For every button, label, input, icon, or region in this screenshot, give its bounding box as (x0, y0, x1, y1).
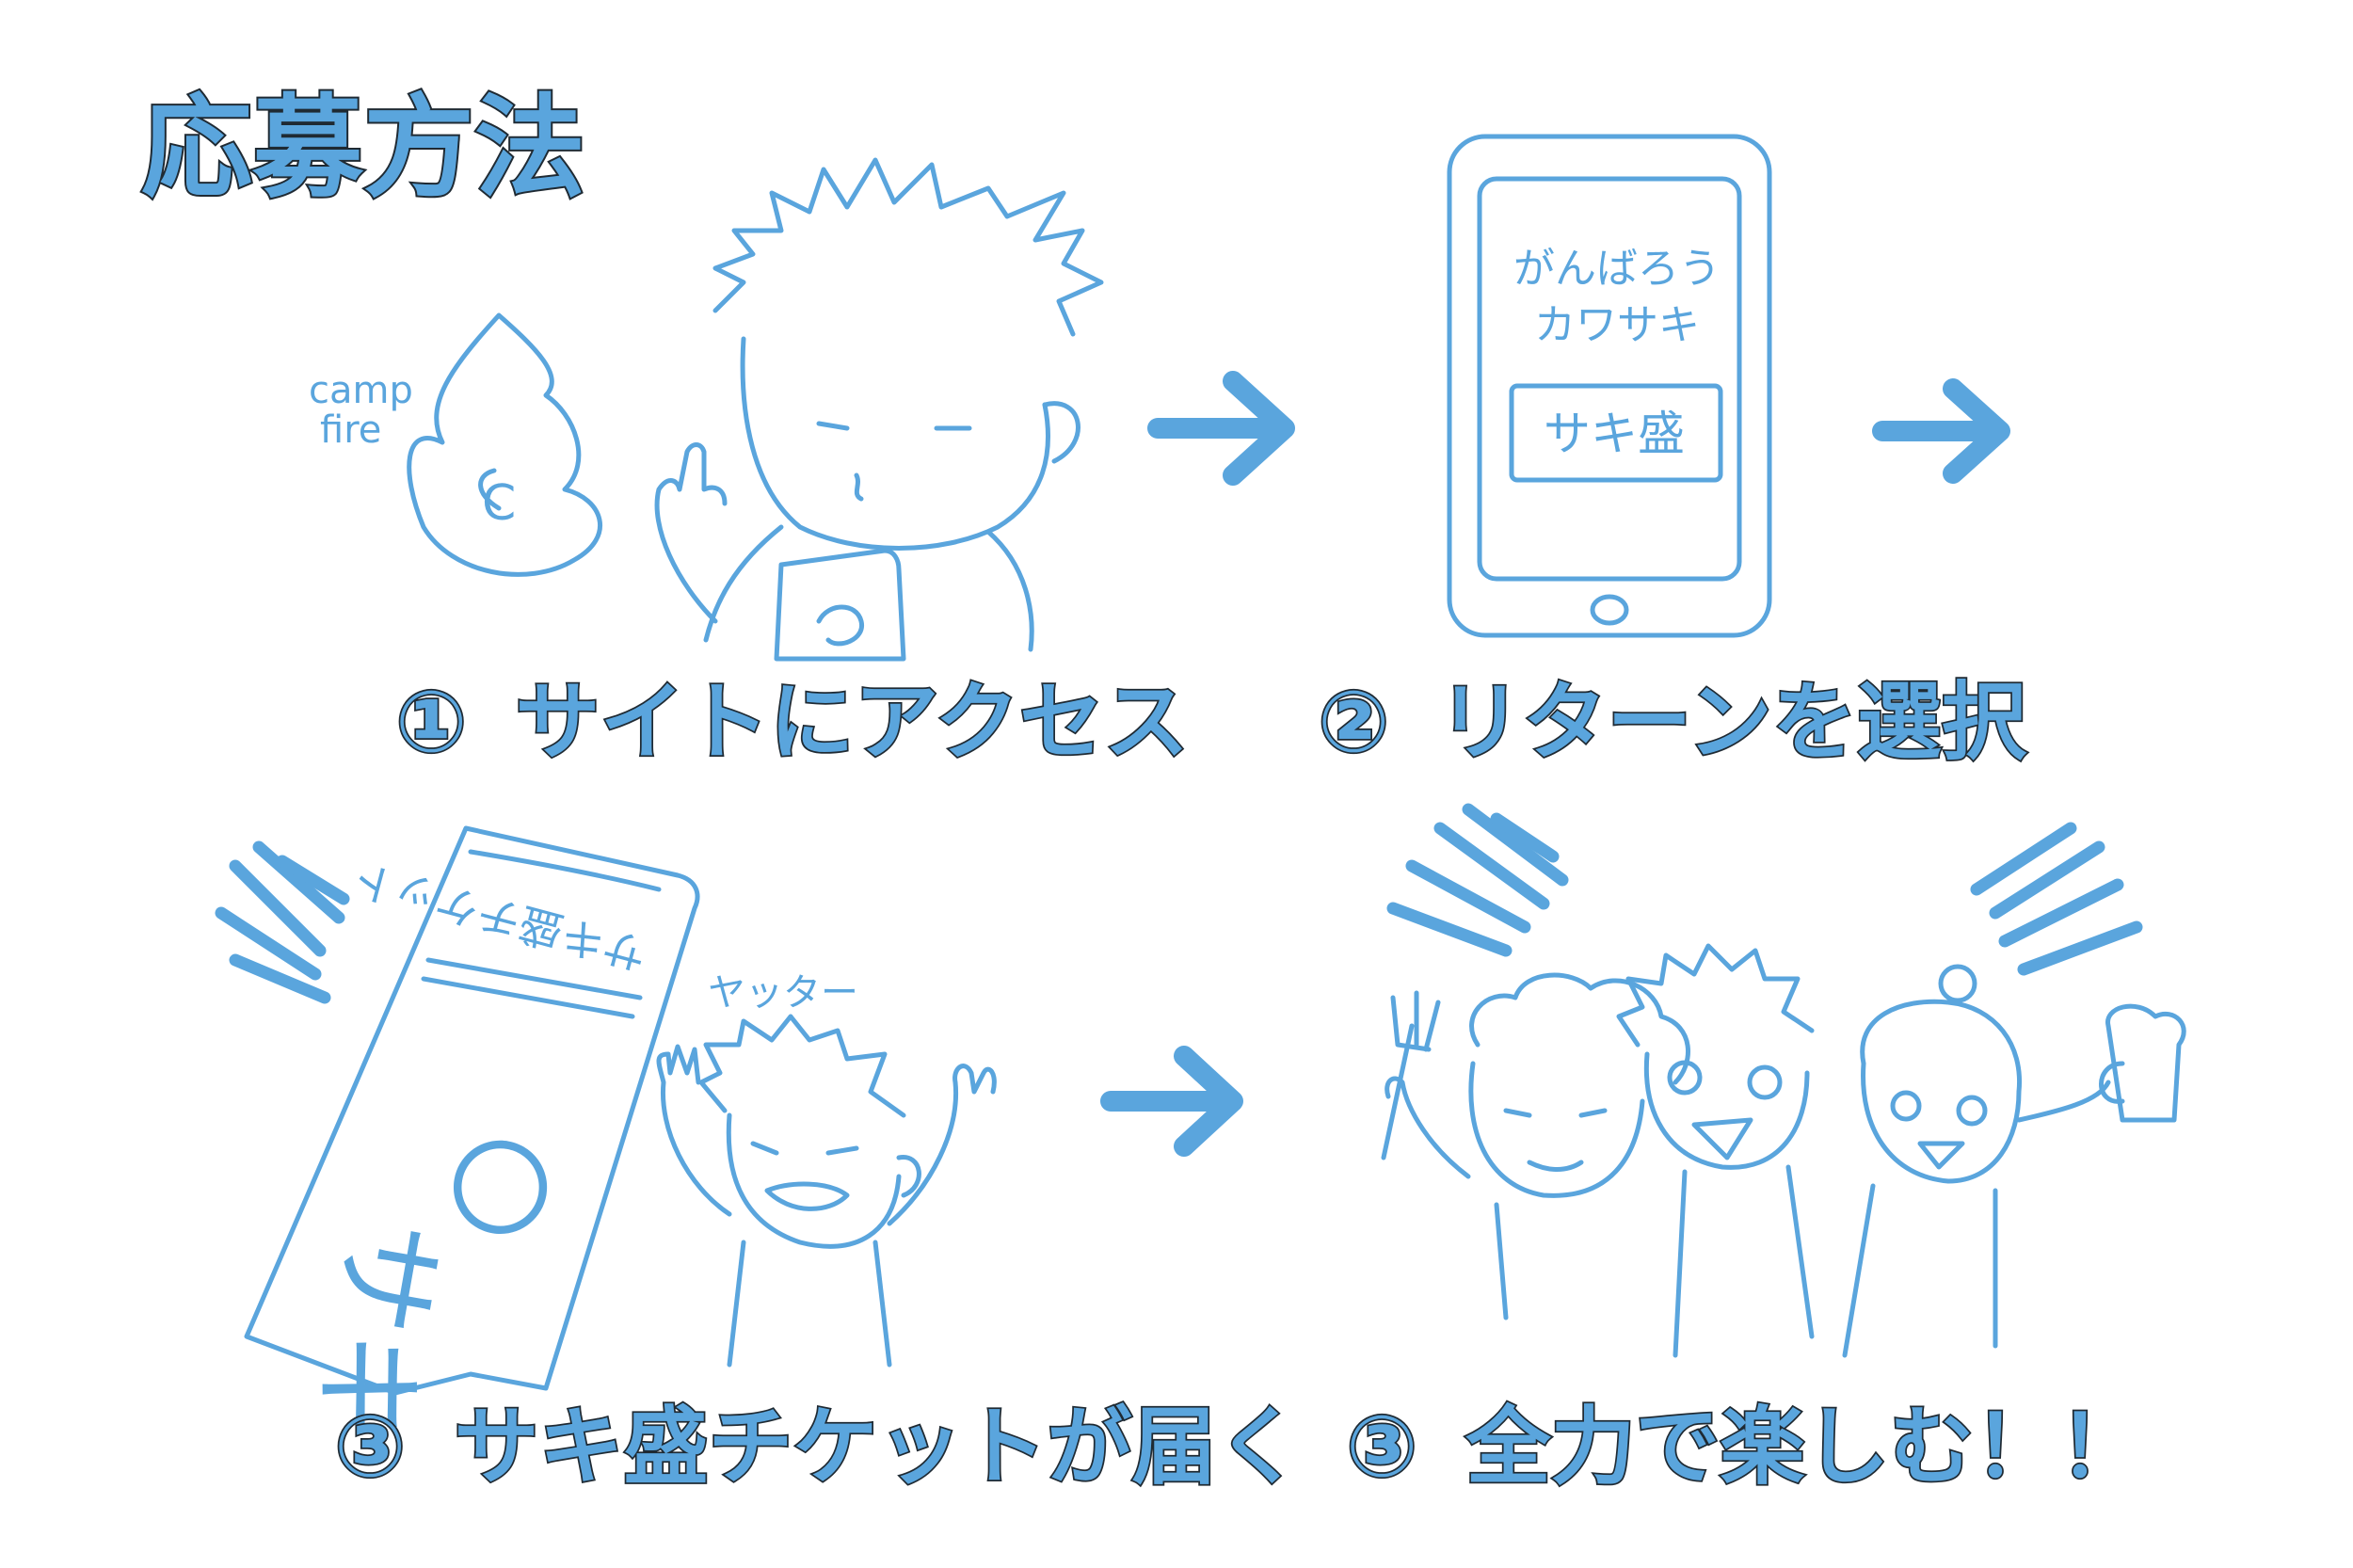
svg-text:③ サキ盛チケットが届く: ③ サキ盛チケットが届く (334, 1398, 1302, 1496)
cheering-person-illustration: ヤッター (656, 971, 997, 1368)
tablet-text-line2: カワサキ (1534, 301, 1700, 349)
ticket-rays-icon (215, 840, 350, 1004)
svg-text:① サイトにアクセス: ① サイトにアクセス (395, 673, 1189, 772)
page-title: 応募方法 (141, 83, 585, 213)
celebration-rays-icon (1386, 803, 2143, 976)
campfire-logo-icon: camp fire C (309, 312, 603, 577)
arrow-right-icon (1100, 1046, 1243, 1157)
step-2-number: ② (1318, 673, 1389, 772)
friends-celebrating-illustration (1381, 943, 2186, 1358)
arrow-right-icon (1147, 371, 1295, 486)
logo-text-fire: fire (320, 408, 381, 452)
step-4-text: 全力で楽しむ！！ (1465, 1398, 2144, 1496)
step-3-number: ③ (334, 1398, 406, 1496)
step-2-text: リターンを選択 (1438, 673, 2027, 772)
step-2-label: ② リターンを選択 (1316, 671, 2029, 774)
logo-text-camp: camp (309, 369, 413, 412)
step-3-text: サキ盛チケットが届く (455, 1398, 1302, 1496)
step-1-number: ① (395, 673, 467, 772)
arrow-right-icon (1872, 378, 2010, 484)
step-3-label: ③ サキ盛チケットが届く (332, 1396, 1303, 1498)
svg-text:② リターンを選択: ② リターンを選択 (1318, 673, 2027, 772)
step-4-number: ③ (1346, 1398, 1417, 1496)
step-1-label: ① サイトにアクセス (393, 671, 1191, 774)
logo-letter: C (482, 475, 516, 532)
ticket-circle-mark: 〇 (428, 1125, 565, 1248)
ticket-header-text: サキ盛チケット (346, 853, 652, 980)
tablet-return-button (1509, 383, 1723, 483)
ticket-illustration: サキ盛チケット 〇 サキ (244, 825, 700, 1454)
tablet-button-label: サキ盛 (1544, 407, 1685, 461)
person-with-phone-illustration (654, 157, 1104, 662)
step-1-text: サイトにアクセス (516, 673, 1190, 772)
shout-text: ヤッター (708, 971, 858, 1015)
tablet-text-line1: がんばろう (1513, 245, 1721, 293)
step-4-label: ③ 全力で楽しむ！！ (1344, 1396, 2145, 1498)
svg-text:③ 全力で楽しむ！！: ③ 全力で楽しむ！！ (1346, 1398, 2144, 1496)
tablet-illustration: がんばろう カワサキ サキ盛 (1447, 134, 1772, 638)
